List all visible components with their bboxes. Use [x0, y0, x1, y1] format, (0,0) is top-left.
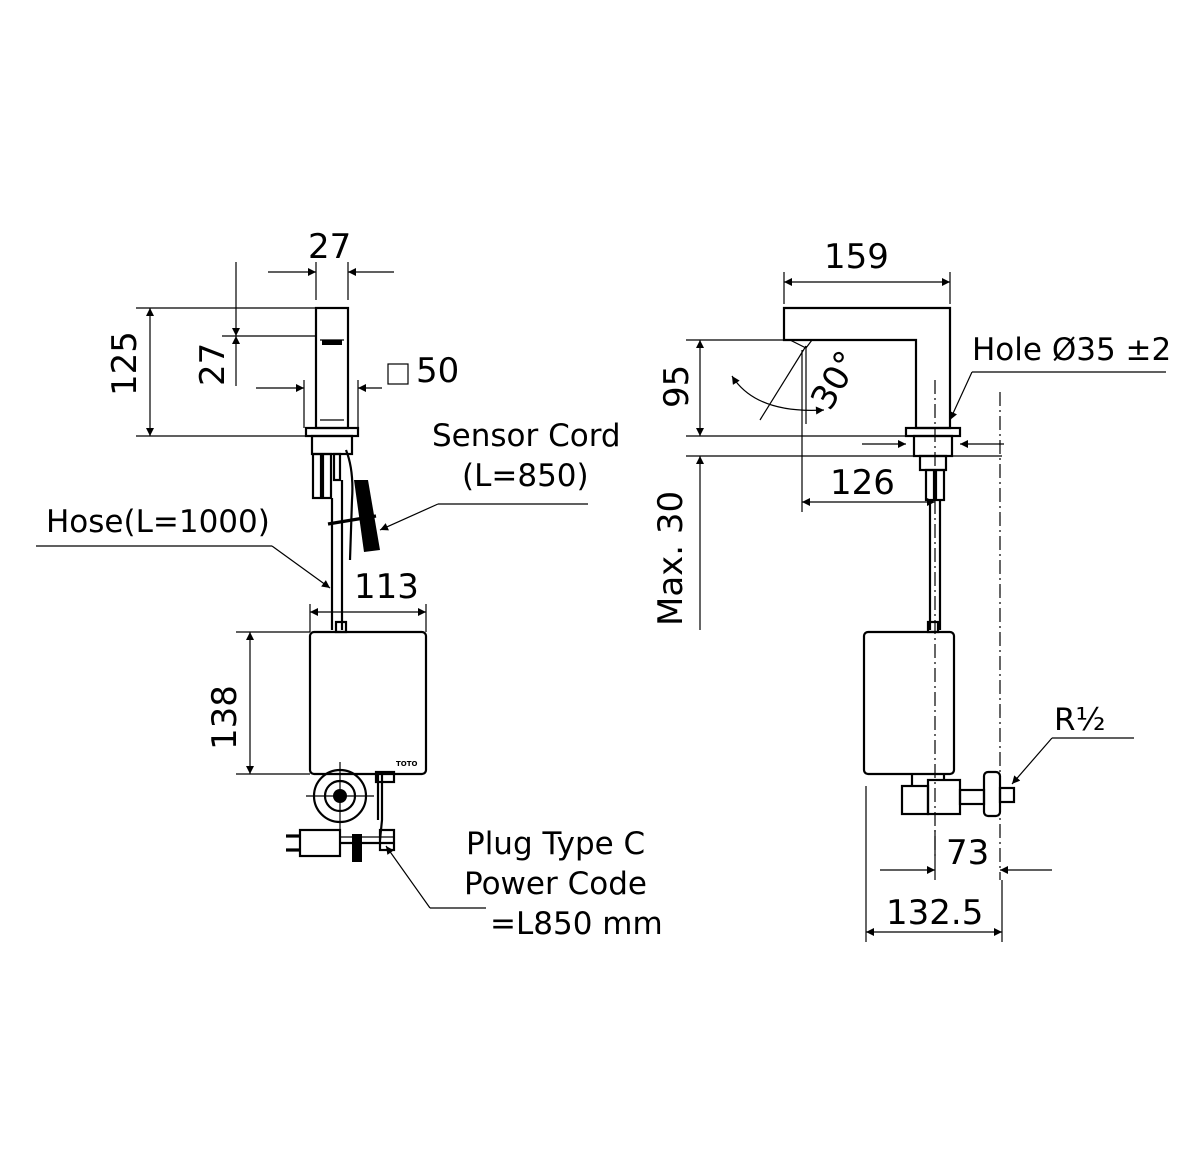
dim-sensor-height-label: 27 [193, 343, 233, 386]
dim-total-depth: 132.5 [865, 786, 1003, 942]
dim-hole-to-sensor-label: 126 [830, 463, 895, 503]
dim-box-height: 138 [205, 631, 310, 775]
dim-valve-offset: 73 [880, 830, 1052, 880]
power-code-label: Power Code [464, 866, 647, 902]
hole-callout: Hole Ø35 ±2 [949, 332, 1171, 421]
box-logo: TOTO [396, 760, 418, 768]
power-code-length: =L850 mm [490, 906, 663, 942]
dim-box-width-label: 113 [354, 567, 419, 607]
side-control-box [862, 620, 1016, 818]
dim-total-depth-label: 132.5 [886, 893, 983, 933]
thread-label: R½ [1054, 702, 1106, 738]
plug-callout: Plug Type C Power Code =L850 mm [385, 826, 663, 942]
dim-box-height-label: 138 [205, 685, 245, 750]
dim-base-square: 50 [256, 351, 459, 428]
dim-sensor-height: 27 [193, 262, 316, 386]
square-symbol-icon [387, 363, 409, 385]
sensor-cord-length: (L=850) [462, 458, 589, 494]
front-view: TOTO 27 [36, 227, 663, 942]
dim-spout-reach-label: 159 [824, 237, 889, 277]
dim-side-spout-height: 95 [657, 339, 906, 437]
dim-base-square-label: 50 [416, 351, 459, 391]
dim-valve-offset-label: 73 [946, 833, 989, 873]
front-control-box: TOTO [286, 620, 428, 862]
dim-spout-width-label: 27 [308, 227, 351, 267]
dim-spout-height: 125 [105, 307, 316, 437]
dim-side-spout-height-label: 95 [657, 365, 697, 408]
hose-callout: Hose(L=1000) [36, 504, 331, 589]
dim-max-counter: Max. 30 [651, 456, 704, 630]
hole-label: Hole Ø35 ±2 [972, 332, 1171, 368]
dim-spout-reach: 159 [783, 237, 951, 304]
angle-label: 30° [803, 344, 868, 416]
plug-type-label: Plug Type C [466, 826, 645, 862]
dim-max-counter-label: Max. 30 [651, 491, 691, 626]
dim-angle: 30° [731, 344, 868, 424]
dim-spout-width: 27 [268, 227, 394, 300]
dim-hole-to-sensor: 126 [801, 350, 935, 512]
sensor-cord-callout: Sensor Cord (L=850) [379, 418, 621, 531]
dim-box-width: 113 [309, 567, 427, 632]
hose-label: Hose(L=1000) [46, 504, 270, 540]
dim-spout-height-label: 125 [105, 331, 145, 396]
side-view: 159 95 30° Hole Ø35 ±2 [651, 237, 1171, 942]
thread-callout: R½ [1011, 702, 1134, 785]
sensor-cord-label: Sensor Cord [432, 418, 621, 454]
